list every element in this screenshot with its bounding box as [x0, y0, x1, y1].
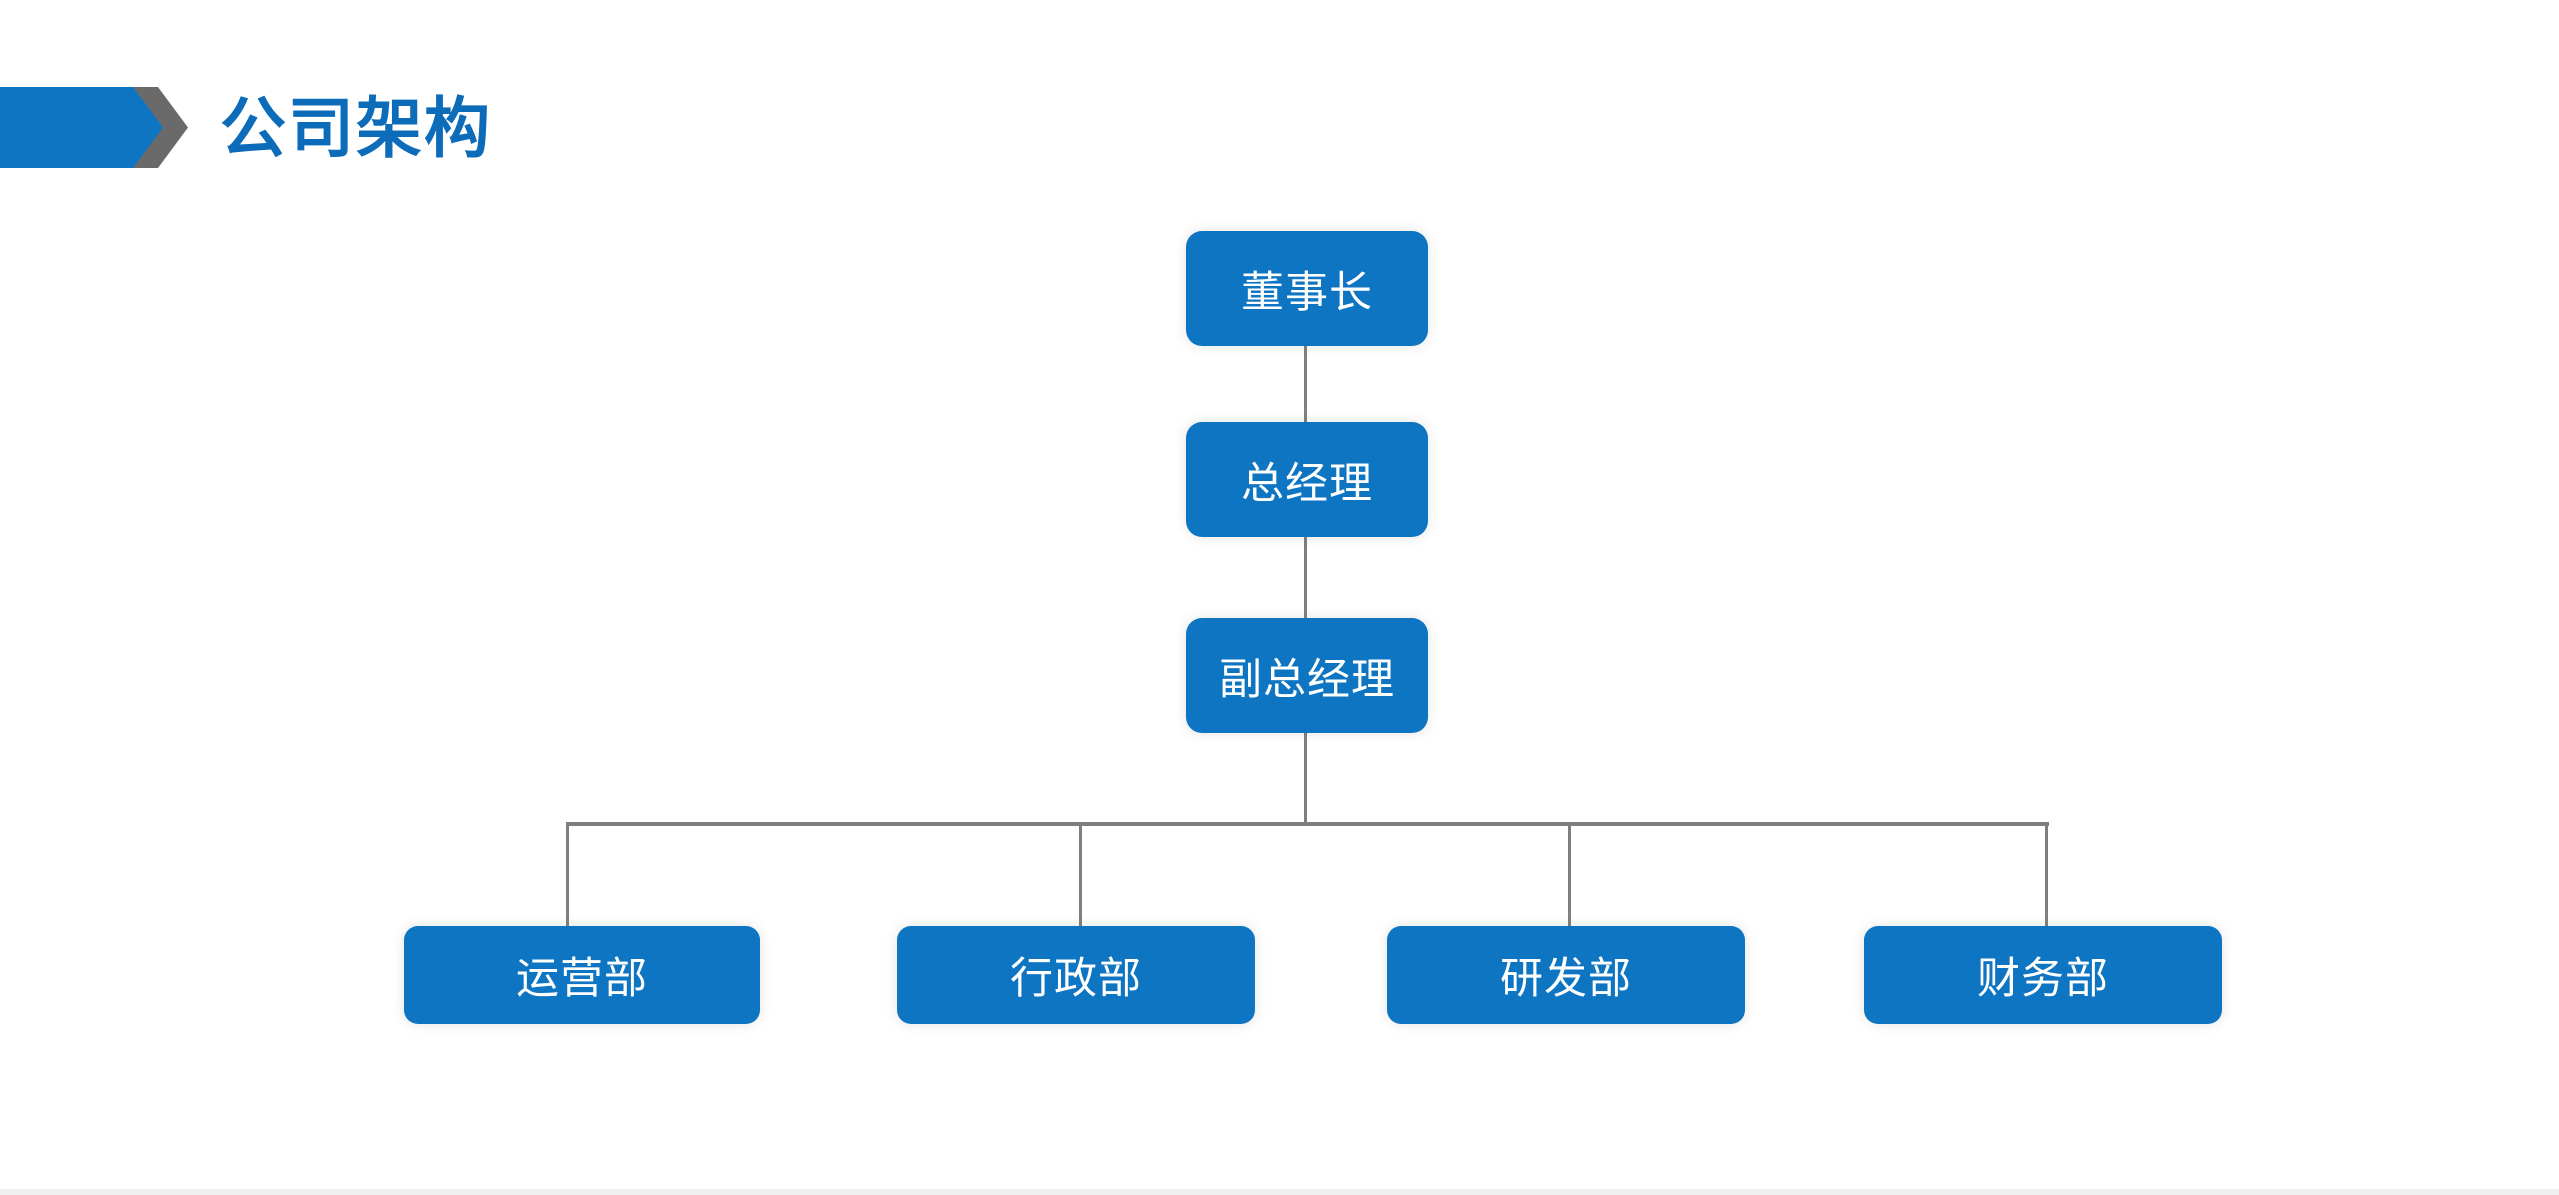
connector-drop-administration — [1079, 824, 1082, 926]
title-accent-arrow — [0, 87, 188, 168]
org-box-research-dept[interactable]: 研发部 — [1387, 926, 1745, 1024]
page-title: 公司架构 — [220, 91, 492, 165]
connector-drop-research — [1568, 824, 1571, 926]
connector-horizontal-bus — [566, 822, 2049, 826]
org-box-administration-dept[interactable]: 行政部 — [897, 926, 1255, 1024]
org-box-general-manager-label: 总经理 — [1241, 459, 1373, 508]
org-box-operations-dept[interactable]: 运营部 — [404, 926, 760, 1024]
title-arrow-blue-pentagon — [0, 87, 163, 168]
org-box-general-manager[interactable]: 总经理 — [1186, 422, 1428, 537]
org-box-chairman-label: 董事长 — [1241, 268, 1373, 317]
org-box-deputy-general-manager[interactable]: 副总经理 — [1186, 618, 1428, 733]
connector-drop-finance — [2045, 824, 2048, 926]
org-box-operations-dept-label: 运营部 — [516, 955, 648, 1003]
connector-drop-operations — [566, 824, 569, 926]
connector-chairman-to-gm — [1304, 346, 1307, 422]
connector-deputy-stem — [1304, 733, 1307, 824]
org-box-chairman[interactable]: 董事长 — [1186, 231, 1428, 346]
org-box-deputy-general-manager-label: 副总经理 — [1219, 655, 1395, 704]
org-box-finance-dept-label: 财务部 — [1977, 955, 2109, 1003]
slide-bottom-edge — [0, 1189, 2559, 1195]
org-box-administration-dept-label: 行政部 — [1010, 955, 1142, 1003]
connector-gm-to-deputy — [1304, 537, 1307, 618]
org-box-research-dept-label: 研发部 — [1500, 955, 1632, 1003]
org-box-finance-dept[interactable]: 财务部 — [1864, 926, 2222, 1024]
